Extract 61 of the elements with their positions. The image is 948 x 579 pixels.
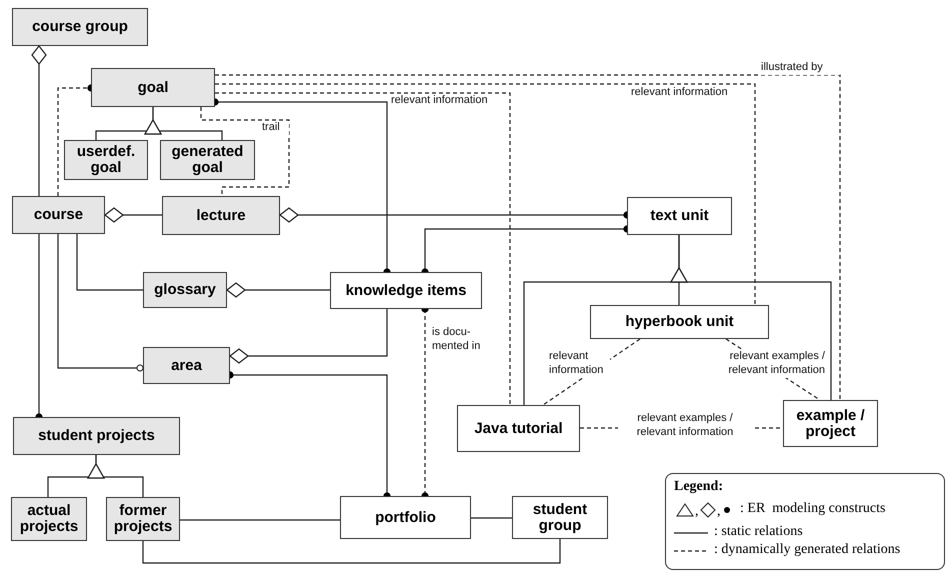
legend-separator: , [695, 504, 698, 521]
entity-name: course [34, 207, 84, 223]
entity-box [162, 196, 280, 235]
entity-name: student group [532, 502, 588, 534]
entity-box [11, 497, 87, 541]
entity-name: goal [138, 80, 168, 96]
relation-line [87, 455, 144, 497]
entity-box [590, 305, 769, 339]
entity-box [64, 140, 148, 180]
legend-text: : static relations [714, 524, 803, 541]
entity-name: portfolio [375, 510, 436, 526]
entity-box [340, 496, 471, 539]
relation-line [142, 539, 561, 564]
entity-box [512, 496, 608, 539]
edge-label: trail [261, 121, 289, 135]
relation-line [200, 107, 290, 196]
entity-name: actual projects [18, 503, 80, 535]
entity-box [330, 272, 482, 309]
relation-line [670, 235, 832, 400]
entity-box [627, 197, 732, 235]
entity-box [13, 417, 180, 455]
edge-label: relevant information [548, 350, 610, 378]
legend-text: : ER modeling constructs [740, 501, 886, 518]
entity-box [12, 196, 105, 234]
entity-box [143, 347, 230, 384]
entity-box [12, 8, 148, 46]
relation-line [180, 519, 340, 521]
entity-name: area [171, 358, 202, 374]
relation-line [215, 74, 841, 400]
relation-line [76, 234, 143, 291]
legend-text: : dynamically generated relations [714, 542, 900, 559]
entity-name: example / project [795, 408, 866, 440]
entity-name: glossary [154, 282, 216, 298]
entity-box [143, 272, 227, 308]
entity-box [457, 405, 580, 452]
relation-line [226, 282, 330, 298]
entity-name: student projects [38, 428, 155, 444]
relation-line [57, 234, 144, 372]
relation-line [471, 517, 512, 519]
legend-title: Legend: [674, 479, 723, 496]
entity-name: generated goal [170, 144, 244, 176]
entity-box [106, 497, 180, 541]
entity-name: text unit [650, 208, 709, 224]
entity-box [783, 400, 878, 447]
edge-label: illustrated by [760, 61, 840, 75]
entity-box [160, 140, 255, 180]
entity-name: userdef. goal [76, 144, 136, 176]
relation-line [31, 45, 47, 196]
entity-box [91, 68, 215, 107]
relation-line [144, 107, 223, 140]
entity-name: course group [32, 19, 128, 35]
relation-line [104, 207, 162, 223]
relation-line [215, 92, 511, 405]
entity-name: Java tutorial [474, 420, 563, 436]
entity-name: lecture [196, 208, 246, 224]
relation-line [229, 309, 388, 364]
relation-line [215, 83, 756, 305]
entity-name: hyperbook unit [625, 314, 734, 330]
entity-name: former projects [112, 503, 174, 535]
entity-name: knowledge items [346, 282, 466, 298]
legend-separator: , [717, 504, 720, 521]
